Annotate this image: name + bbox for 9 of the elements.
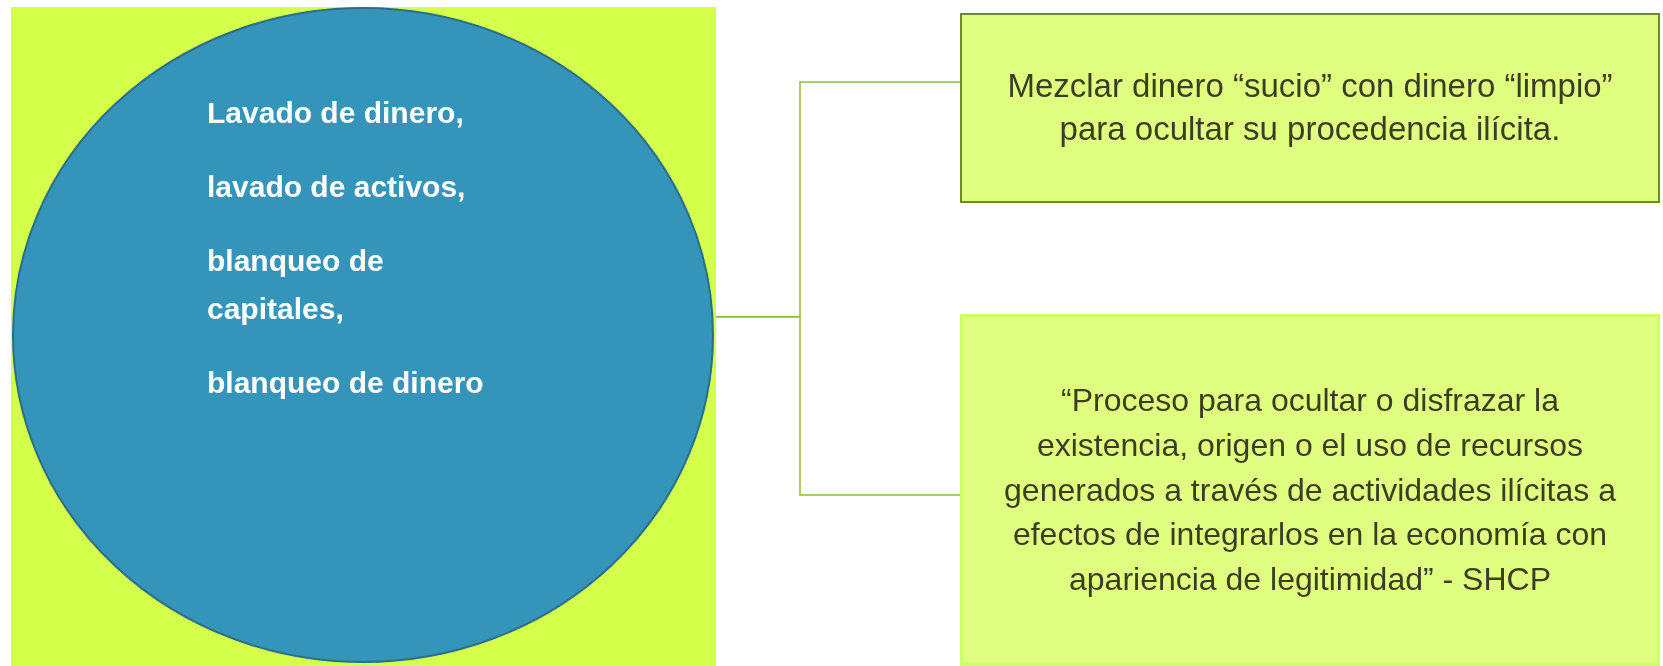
term-text: blanqueo de capitales, — [207, 243, 385, 327]
definition-text: Mezclar dinero “sucio” con dinero “limpio” para ocultar su procedencia ilícita. — [1006, 66, 1614, 149]
definition-text: “Proceso para ocultar o disfrazar la existencia, origen o el uso de recursos generados a través de actividades ilícitas a efectos de integrarlos en la economía con apariencia de legitimidad” - SHCP — [1003, 381, 1617, 600]
definition-box — [960, 314, 1660, 666]
connector-line — [715, 316, 961, 496]
term-text: Lavado de dinero, — [207, 95, 465, 131]
term-text: lavado de activos, — [207, 169, 467, 205]
term-text: blanqueo de dinero — [207, 365, 485, 401]
definition-box — [960, 13, 1660, 203]
